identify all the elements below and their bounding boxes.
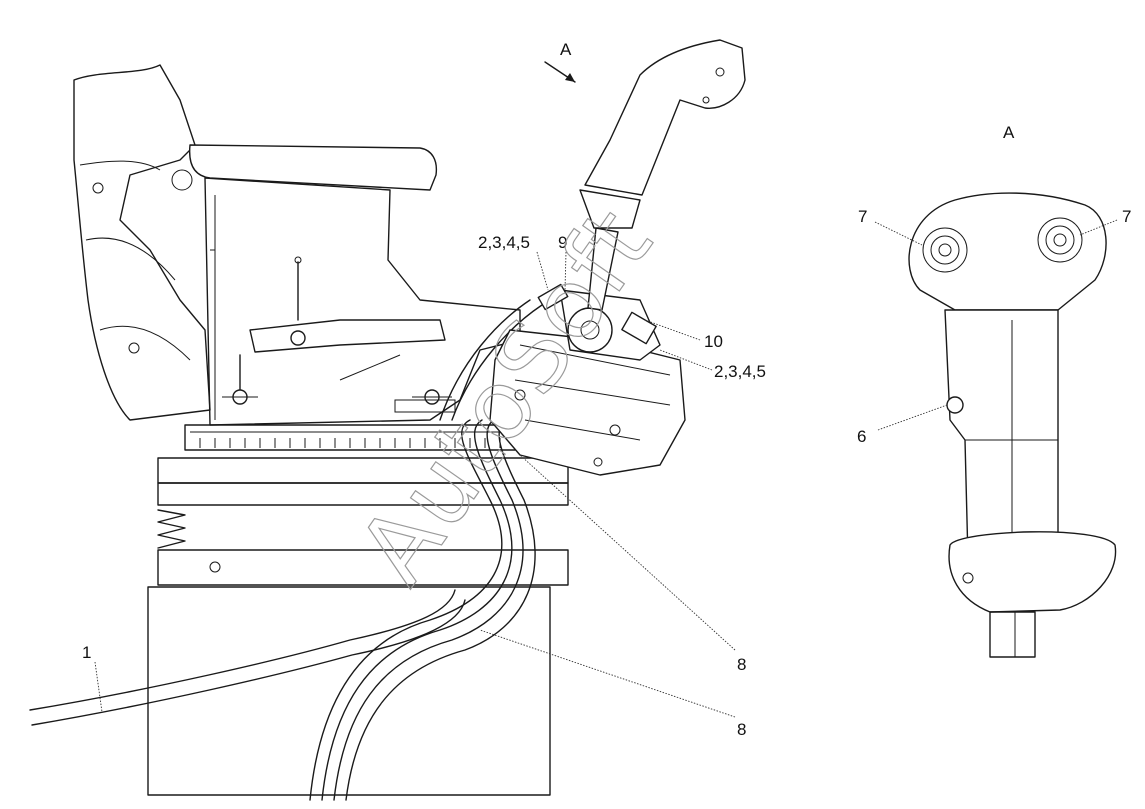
joystick-lever — [587, 227, 619, 311]
callouts: 1 2,3,4,5 9 10 2,3,4,5 8 8 6 7 7 — [82, 207, 1131, 739]
detail-boot — [948, 531, 1117, 613]
callout-10: 10 — [704, 332, 723, 351]
callout-9: 9 — [558, 233, 567, 252]
joystick-grip — [579, 189, 641, 229]
joystick-control-unit — [489, 39, 746, 476]
armrest — [188, 144, 438, 191]
callout-7-right: 7 — [1122, 207, 1131, 226]
view-label-detail: A — [1003, 123, 1015, 142]
callout-2345-right: 2,3,4,5 — [714, 362, 766, 381]
callout-8-lower: 8 — [737, 720, 746, 739]
leader-lines — [94, 219, 1118, 718]
seat-back — [73, 64, 211, 421]
detail-button-6 — [946, 396, 964, 414]
callout-1: 1 — [82, 643, 91, 662]
cabin-base — [147, 586, 551, 796]
callout-2345-top: 2,3,4,5 — [478, 233, 530, 252]
callout-7-left: 7 — [858, 207, 867, 226]
hoses — [29, 299, 543, 801]
view-direction-arrow: A — [544, 40, 576, 83]
detail-view-a: A — [908, 123, 1117, 658]
detail-shaft — [989, 611, 1036, 658]
view-label-main: A — [560, 40, 572, 59]
callout-8-upper: 8 — [737, 655, 746, 674]
callout-6: 6 — [857, 427, 866, 446]
seat-suspension — [147, 457, 569, 796]
detail-grip-head — [908, 192, 1107, 311]
